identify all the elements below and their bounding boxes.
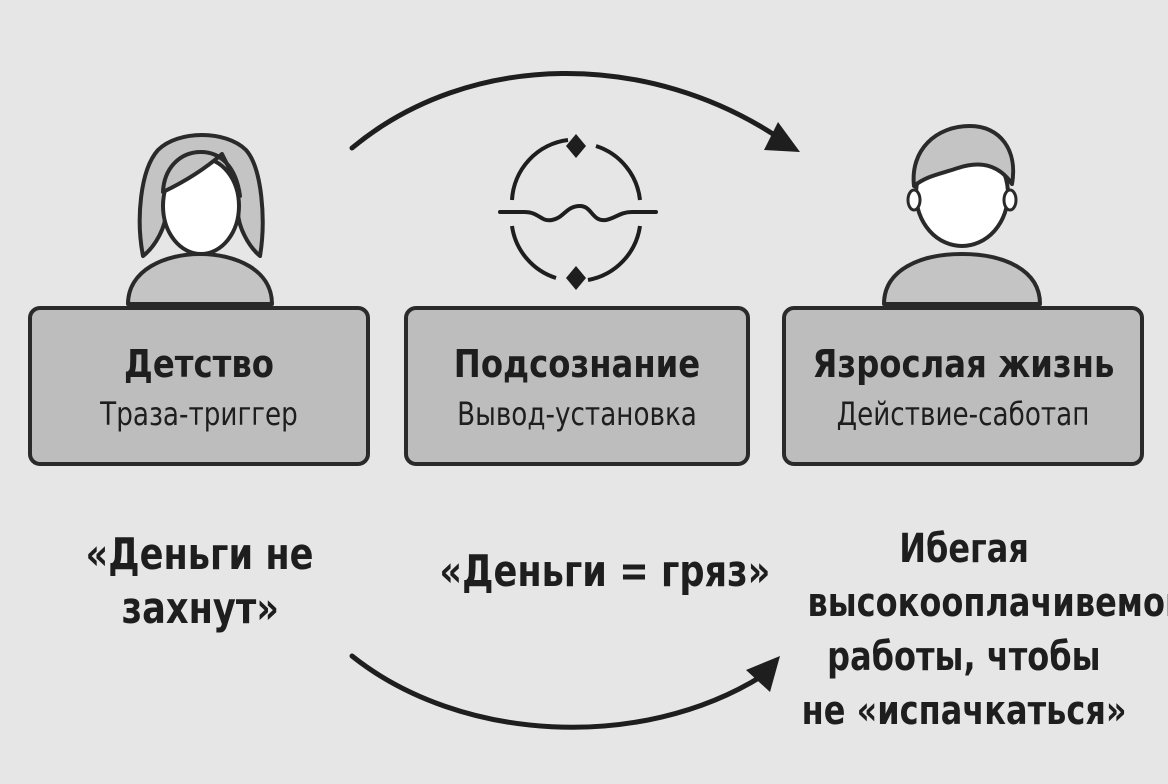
stage-title: Язрослая жизнь bbox=[812, 342, 1115, 386]
stage-box-childhood: Детство Траза-триггер bbox=[28, 306, 370, 466]
man-icon bbox=[882, 124, 1042, 306]
stage-box-adulthood: Язрослая жизнь Действие-саботап bbox=[782, 306, 1144, 466]
stage-subtitle: Траза-триггер bbox=[100, 395, 298, 433]
stage-subtitle: Действие-саботап bbox=[836, 395, 1090, 433]
caption-line: не «испачкаться» bbox=[801, 688, 1127, 734]
caption-line: высокооплачивемой bbox=[807, 580, 1168, 626]
stage-subtitle: Вывод-установка bbox=[457, 395, 697, 433]
mind-cycle-icon bbox=[498, 134, 658, 290]
caption-line: «Деньги не bbox=[85, 529, 315, 580]
caption-line: «Деньги = гряз» bbox=[439, 546, 771, 597]
adulthood-caption: Ибегая высокооплачивемой работы, чтобы н… bbox=[760, 522, 1168, 738]
bottom-arrow bbox=[349, 653, 780, 730]
stage-title: Подсознание bbox=[453, 342, 701, 386]
caption-line: Ибегая bbox=[899, 526, 1029, 572]
stage-title: Детство bbox=[124, 342, 274, 386]
top-arrow bbox=[349, 71, 800, 152]
stage-box-subconscious: Подсознание Вывод-установка bbox=[404, 306, 750, 466]
woman-icon bbox=[126, 133, 274, 306]
caption-line: захнут» bbox=[121, 583, 279, 634]
subconscious-caption: «Деньги = гряз» bbox=[398, 545, 770, 599]
childhood-caption: «Деньги не захнут» bbox=[40, 528, 360, 636]
caption-line: работы, чтобы bbox=[827, 634, 1101, 680]
